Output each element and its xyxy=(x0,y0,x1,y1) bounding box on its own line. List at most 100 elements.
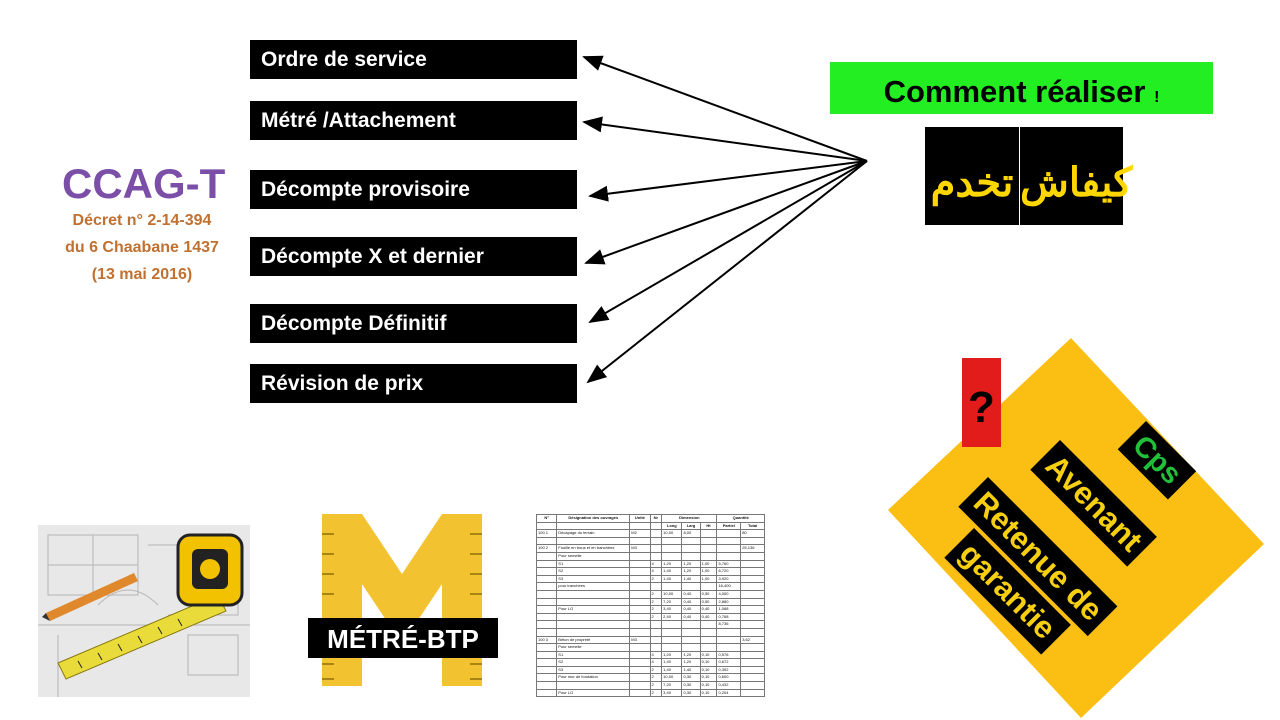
label-metre-attachement[interactable]: Métré /Attachement xyxy=(250,101,577,140)
question-mark-badge: ? xyxy=(962,358,1001,447)
table-cell: Pour LG xyxy=(556,605,631,614)
label-ordre-de-service[interactable]: Ordre de service xyxy=(250,40,577,79)
table-cell xyxy=(536,597,558,607)
table-cell: 2 xyxy=(649,681,663,690)
table-cell: 3,920 xyxy=(716,574,742,584)
table-cell xyxy=(556,681,631,690)
table-cell: 100 3 xyxy=(536,635,558,645)
table-cell: 80 xyxy=(740,529,765,538)
col-ht: Ht xyxy=(699,521,718,531)
table-cell: S3 xyxy=(556,665,631,675)
table-cell: 2 xyxy=(649,673,663,683)
table-cell: 0,10 xyxy=(699,673,718,683)
ccag-date: (13 mai 2016) xyxy=(91,266,193,283)
ccag-date-hijri: du 6 Chaabane 1437 xyxy=(65,239,219,256)
table-cell: 0,672 xyxy=(716,658,742,667)
arrow-ordre xyxy=(582,55,868,162)
table-cell xyxy=(536,688,558,698)
ccag-decree: Décret n° 2-14-394 xyxy=(72,212,212,229)
table-cell xyxy=(661,620,683,629)
table-cell: Pour semelle xyxy=(556,643,631,652)
table-cell xyxy=(740,665,765,675)
table-row: Pour semelle xyxy=(536,551,765,561)
table-cell xyxy=(649,627,663,637)
table-cell: 0,392 xyxy=(716,665,742,675)
heading-mark: ! xyxy=(1154,89,1160,106)
table-cell xyxy=(629,589,651,599)
table-cell: 1,00 xyxy=(699,567,718,576)
table-cell xyxy=(556,620,631,629)
table-cell xyxy=(649,643,663,652)
label-decompte-provisoire[interactable]: Décompte provisoire xyxy=(250,170,577,209)
table-cell xyxy=(629,605,651,614)
table-cell xyxy=(681,643,701,652)
table-cell: 1,20 xyxy=(661,650,683,660)
table-cell xyxy=(649,620,663,629)
arrow-dernier xyxy=(584,160,868,265)
table-cell xyxy=(556,589,631,599)
table-cell: 0,10 xyxy=(699,650,718,660)
col-unit: Unité xyxy=(629,514,651,523)
table-cell: 1,40 xyxy=(681,665,701,675)
table-cell xyxy=(699,544,718,553)
table-cell: 2 xyxy=(649,597,663,607)
table-cell: M3 xyxy=(629,635,651,645)
table-cell: Décapage du terrain xyxy=(556,529,631,538)
table-cell: 0,40 xyxy=(681,597,701,607)
arabic-word-2: تخدم xyxy=(925,127,1019,225)
table-cell xyxy=(699,529,718,538)
table-cell xyxy=(740,650,765,660)
table-cell xyxy=(629,582,651,591)
table-cell: Fouille en trous et en tranchées xyxy=(556,544,631,553)
table-cell: 7,20 xyxy=(661,597,683,607)
table-cell: 0,40 xyxy=(699,612,718,622)
table-cell xyxy=(681,551,701,561)
table-cell: 25,136 xyxy=(740,544,765,553)
heading-comment-realiser: Comment réaliser ! xyxy=(830,62,1213,114)
table-cell xyxy=(740,681,765,690)
table-row: 8,736 xyxy=(536,620,765,629)
table-cell xyxy=(536,605,558,614)
table-cell xyxy=(556,612,631,622)
table-cell xyxy=(681,582,701,591)
table-cell xyxy=(649,529,663,538)
table-cell: M3 xyxy=(629,544,651,553)
table-cell xyxy=(661,582,683,591)
table-cell: 0,432 xyxy=(716,681,742,690)
table-cell xyxy=(629,620,651,629)
label-decompte-definitif[interactable]: Décompte Définitif xyxy=(250,304,577,343)
col-larg: Larg xyxy=(681,521,701,531)
table-cell xyxy=(699,627,718,637)
table-cell: 3,40 xyxy=(661,688,683,698)
table-cell: 100 2 xyxy=(536,544,558,553)
table-cell xyxy=(661,551,683,561)
table-cell xyxy=(740,551,765,561)
table-cell: 100 1 xyxy=(536,529,558,538)
table-cell: 3,40 xyxy=(661,605,683,614)
table-row xyxy=(536,627,765,637)
table-cell: 0,40 xyxy=(681,589,701,599)
table-cell xyxy=(629,551,651,561)
table-cell: 1,20 xyxy=(681,559,701,569)
label-revision-de-prix[interactable]: Révision de prix xyxy=(250,364,577,403)
label-decompte-dernier[interactable]: Décompte X et dernier xyxy=(250,237,577,276)
table-cell: Béton de propreté xyxy=(556,635,631,645)
table-cell xyxy=(556,627,631,637)
table-cell xyxy=(536,627,558,637)
table-cell xyxy=(629,612,651,622)
table-cell xyxy=(740,536,765,546)
table-cell xyxy=(536,620,558,629)
table-cell xyxy=(629,574,651,584)
table-cell xyxy=(649,544,663,553)
table-cell: 2 xyxy=(649,665,663,675)
table-cell xyxy=(740,574,765,584)
table-cell: 0,40 xyxy=(681,605,701,614)
